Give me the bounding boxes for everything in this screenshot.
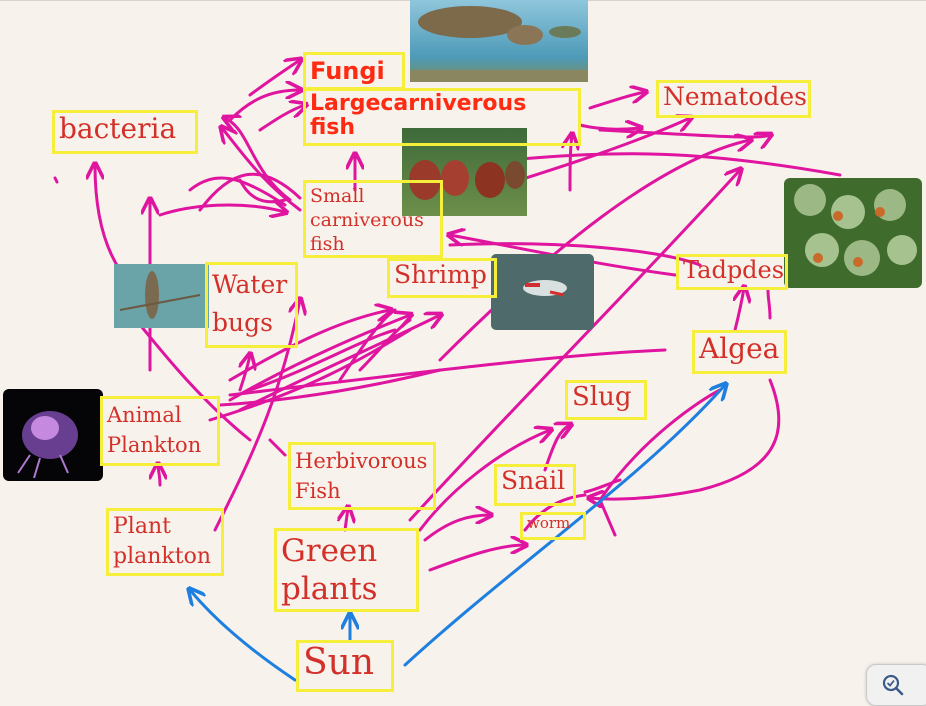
node-slug: Slug [565,380,647,420]
node-tadpoles: Tadpdes [676,254,788,290]
node-snail: Snail [494,464,576,506]
plankton-photo [3,389,103,481]
node-shrimp: Shrimp [387,258,497,298]
node-small-carnivorous-fish: Small carniverous fish [303,180,443,258]
node-large-carnivorous-fish-label: Largecarniverous fish [310,91,527,140]
node-herbivorous-fish: Herbivorous Fish [288,442,436,510]
shrimp-photo [491,254,594,330]
node-plant-plankton: Plant plankton [106,508,224,576]
zoom-icon [882,674,904,696]
node-nematodes: Nematodes [656,80,811,118]
node-water-bugs: Water bugs [205,262,298,348]
frog-eggs-photo [784,178,922,288]
water-bug-photo [114,264,209,328]
node-large-carnivorous-fish: Largecarniverous fish [303,88,581,146]
node-fungi: Fungi [303,52,405,90]
node-sun: Sun [296,640,394,692]
blue-arrows [190,385,725,682]
node-algea: Algea [692,330,787,374]
node-green-plants: Green plants [274,528,419,612]
zoom-button[interactable] [866,664,926,706]
large-fish-photo [410,0,588,82]
node-worm: worm [520,512,586,540]
node-animal-plankton: Animal Plankton [100,396,220,466]
node-bacteria: bacteria [52,110,198,154]
